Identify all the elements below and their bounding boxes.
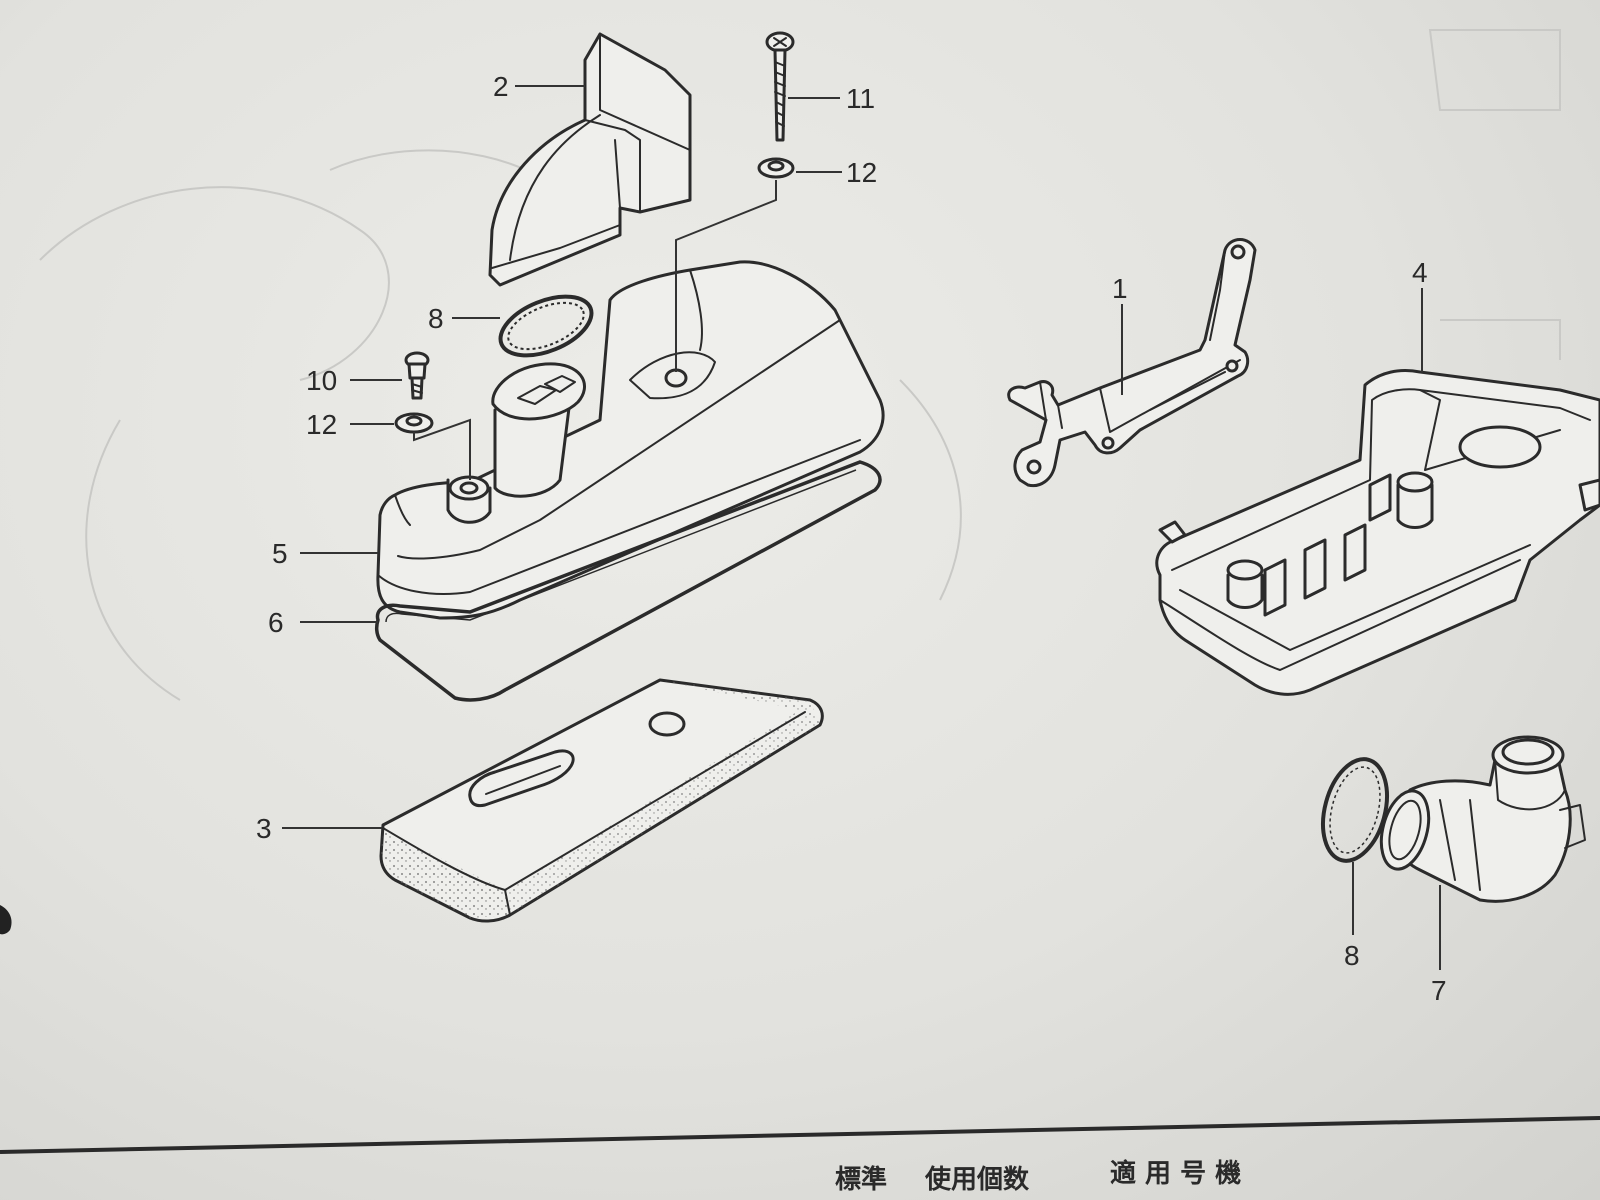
- callout-1: 1: [1112, 273, 1128, 304]
- callout-2: 2: [493, 71, 509, 102]
- callout-10: 10: [306, 365, 337, 396]
- callout-12-top: 12: [846, 157, 877, 188]
- part-4-air-cleaner-case: [1155, 369, 1600, 696]
- edge-mark: [0, 905, 12, 935]
- background-show-through: [39, 29, 1561, 701]
- callout-11: 11: [846, 83, 875, 114]
- callout-7: 7: [1431, 975, 1447, 1006]
- callout-3: 3: [256, 813, 272, 844]
- callout-4: 4: [1412, 257, 1428, 288]
- callout-5: 5: [272, 538, 288, 569]
- callout-12-left: 12: [306, 409, 337, 440]
- header-applicable-models: 適 用 号 機: [1110, 1158, 1241, 1189]
- part-2-intake-duct: [488, 32, 692, 287]
- part-8-o-ring-small: [1321, 757, 1389, 863]
- part-6-gasket: [374, 460, 882, 702]
- callout-8-ring: 8: [1344, 940, 1360, 971]
- callout-8-gasket: 8: [428, 303, 444, 334]
- part-1-bracket: [1007, 238, 1257, 488]
- part-12-washer-top: [757, 157, 795, 179]
- part-3-foam-filter-element: [379, 678, 824, 923]
- leader-lines: [282, 85, 1441, 970]
- part-5-air-cleaner-cover: [376, 260, 885, 620]
- callout-labels: 2 11 12 8 10 12 5 6 3 1 4 8 7: [256, 71, 1447, 1006]
- part-12-washer-left: [394, 412, 434, 434]
- callout-6: 6: [268, 607, 284, 638]
- part-8-gasket-ring: [498, 294, 594, 358]
- parts-table-header: 標準 使用個数 適 用 号 機: [0, 1116, 1600, 1195]
- part-7-elbow-joint: [1379, 735, 1586, 903]
- part-11-screw: [765, 31, 795, 142]
- part-10-bolt: [404, 351, 430, 400]
- header-qty-used: 使用個数: [924, 1165, 1030, 1195]
- header-standard: 標準: [835, 1164, 887, 1195]
